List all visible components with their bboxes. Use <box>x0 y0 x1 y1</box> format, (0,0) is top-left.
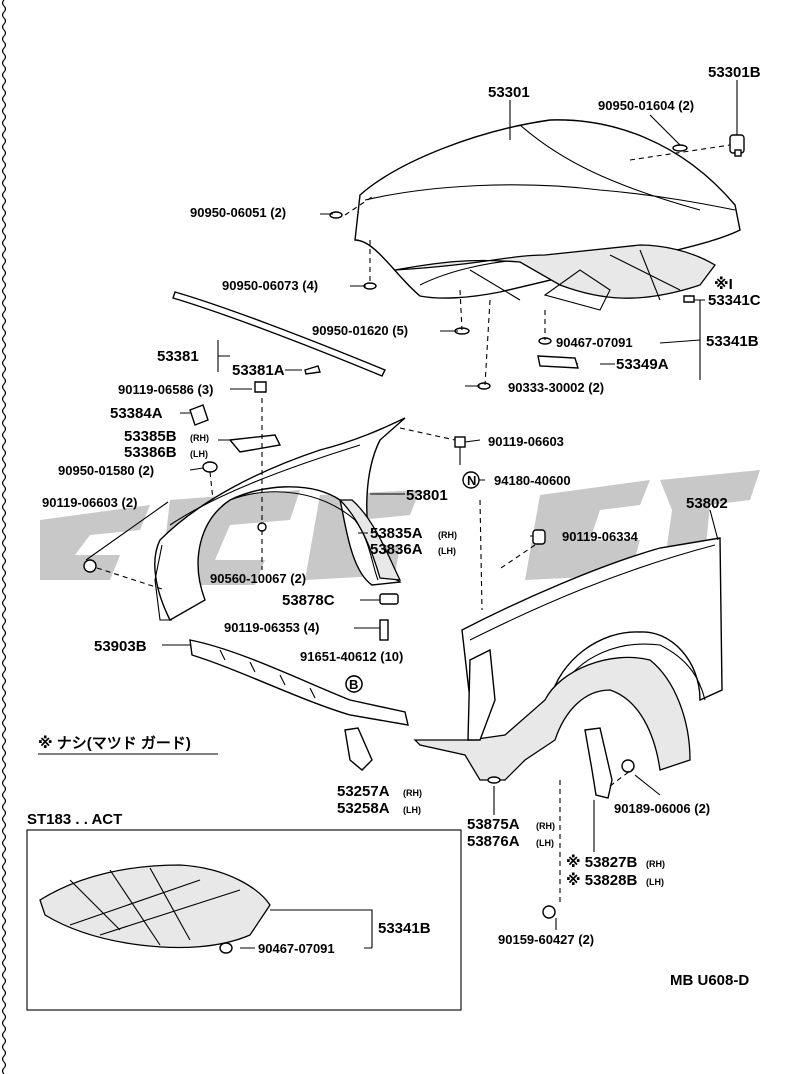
label-90560-10067: 90560-10067 (2) <box>210 571 306 586</box>
label-90950-06051: 90950-06051 (2) <box>190 205 286 220</box>
label-53341B-bottom: 53341B <box>378 920 431 937</box>
label-53381A: 53381A <box>232 362 285 379</box>
label-53341C: 53341C <box>708 292 761 309</box>
variant-label: ST183 . . ACT <box>27 811 122 828</box>
label-53876A: 53876A <box>467 833 520 850</box>
label-91651-40612: 91651-40612 (10) <box>300 649 403 664</box>
label-53258A-lh: (LH) <box>403 805 421 815</box>
footer-code: MB U608-D <box>670 972 749 989</box>
label-53301B: 53301B <box>708 64 761 81</box>
insulator-clip <box>219 942 233 954</box>
right-fender-fasteners <box>487 529 635 919</box>
label-53835A-rh: (RH) <box>438 530 457 540</box>
label-53386B: 53386B <box>124 444 177 461</box>
label-53301: 53301 <box>488 84 530 101</box>
label-53875A-rh: (RH) <box>536 821 555 831</box>
note-text: ※ ナシ(マツド ガード) <box>38 734 191 752</box>
label-90119-06603-left: 90119-06603 (2) <box>42 495 137 510</box>
label-90119-06603-right: 90119-06603 <box>488 434 564 449</box>
label-53802: 53802 <box>686 495 728 512</box>
label-90467-07091-top: 90467-07091 <box>556 335 633 350</box>
hood-bracket-leader-lines <box>539 299 705 380</box>
label-90950-01580: 90950-01580 (2) <box>58 463 154 478</box>
label-90333-30002: 90333-30002 (2) <box>508 380 604 395</box>
label-53384A: 53384A <box>110 405 163 422</box>
label-53876A-lh: (LH) <box>536 838 554 848</box>
bolt-circle <box>345 675 363 693</box>
label-53385B: 53385B <box>124 428 177 445</box>
label-53381: 53381 <box>157 348 199 365</box>
label-53827B: ※ 53827B <box>566 853 637 871</box>
inset-leader-lines <box>240 909 373 949</box>
label-90119-06334: 90119-06334 <box>562 529 639 544</box>
label-53341B-top: 53341B <box>706 333 759 350</box>
label-53828B: ※ 53828B <box>566 871 637 889</box>
label-90950-06073: 90950-06073 (4) <box>222 278 318 293</box>
radiator-support-53903B <box>189 639 409 726</box>
left-fender-leader-lines <box>85 388 545 646</box>
label-53257A-rh: (RH) <box>403 788 422 798</box>
brace-53257A <box>344 727 373 771</box>
label-53827B-rh: (RH) <box>646 859 665 869</box>
hood-dash-lines <box>344 144 731 386</box>
label-53836A: 53836A <box>370 541 423 558</box>
label-53801: 53801 <box>406 487 448 504</box>
label-90119-06586: 90119-06586 (3) <box>118 382 213 397</box>
label-note-mark: ※I <box>714 275 733 293</box>
label-53349A: 53349A <box>616 356 669 373</box>
torn-edge <box>1 0 7 1074</box>
right-fender-leader-lines <box>493 509 719 930</box>
label-53828B-lh: (LH) <box>646 877 664 887</box>
insulator-pad <box>39 864 271 949</box>
mudguard-53827B <box>584 727 613 799</box>
label-53257A: 53257A <box>337 783 390 800</box>
variant-inset-frame <box>26 829 462 1011</box>
hood-seal-53381 <box>172 291 386 377</box>
label-90159-60427: 90159-60427 (2) <box>498 932 594 947</box>
right-liner-53875A <box>413 648 691 781</box>
label-53385B-rh: (RH) <box>190 433 209 443</box>
left-fender <box>154 417 406 621</box>
hood-leader-lines <box>320 100 681 387</box>
hood-inner-frame <box>394 244 716 311</box>
nut-symbol: N <box>467 473 476 488</box>
hood-hinge-53385B <box>189 381 282 473</box>
right-fender <box>461 537 723 746</box>
label-90467-07091-bottom: 90467-07091 <box>258 941 335 956</box>
label-53386B-lh: (LH) <box>190 449 208 459</box>
left-liner-53835A <box>338 499 402 581</box>
label-90950-01604: 90950-01604 (2) <box>598 98 694 113</box>
label-90189-06006: 90189-06006 (2) <box>614 801 710 816</box>
label-90119-06353: 90119-06353 (4) <box>224 620 319 635</box>
label-90950-01620: 90950-01620 (5) <box>312 323 408 338</box>
hood-lock-parts <box>537 295 695 369</box>
label-53835A: 53835A <box>370 525 423 542</box>
hood-stay-53301B <box>729 80 745 157</box>
label-53836A-lh: (LH) <box>438 546 456 556</box>
label-53258A: 53258A <box>337 800 390 817</box>
label-53903B: 53903B <box>94 638 147 655</box>
bolt-symbol: B <box>349 677 358 692</box>
label-53875A: 53875A <box>467 816 520 833</box>
label-53878C: 53878C <box>282 592 335 609</box>
label-94180-40600: 94180-40600 <box>494 473 571 488</box>
right-fender-dash-lines <box>479 499 635 905</box>
